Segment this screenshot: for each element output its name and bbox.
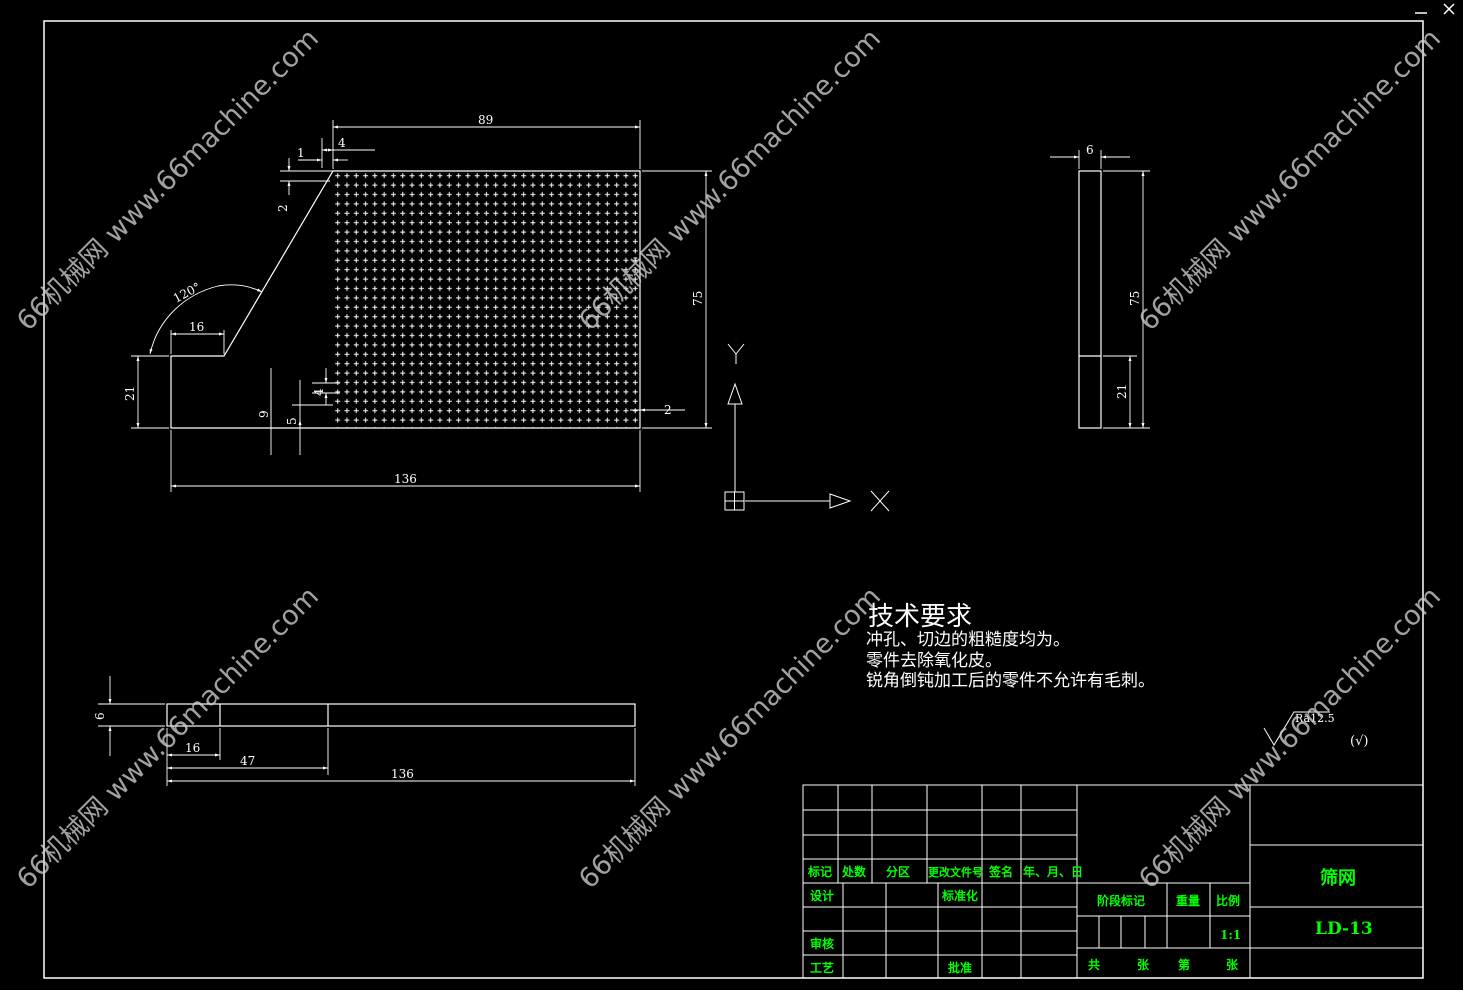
side-dim-21: 21	[1115, 384, 1129, 399]
bottom-dim-47: 47	[240, 754, 255, 768]
tb-drawing-no: LD-13	[1315, 919, 1373, 939]
sheet-border	[43, 20, 1424, 979]
roughness-symbol: Ra12.5 (√)	[1263, 711, 1368, 749]
dim-4: 4	[338, 136, 346, 150]
dim-1: 1	[297, 146, 305, 160]
tb-scale-value: 1:1	[1220, 928, 1241, 942]
tech-req-line-2: 零件去除氧化皮。	[866, 651, 1002, 671]
roughness-check-icon	[1263, 711, 1330, 746]
dim-136: 136	[394, 472, 417, 486]
dim-4-hole: 4	[312, 388, 326, 396]
tb-header-sign: 签名	[988, 864, 1013, 879]
front-view[interactable]: 89 4 1 2 120° 16 21 75 9 5 4 2 136	[123, 113, 712, 492]
tech-req-line-1: 冲孔、切边的粗糙度均为。	[866, 630, 1070, 650]
dim-5: 5	[285, 417, 299, 425]
bottom-dim-136: 136	[391, 767, 414, 781]
tb-header-mark: 标记	[807, 864, 832, 879]
front-view-dimension-lines	[131, 120, 712, 492]
tb-header-zone: 分区	[886, 864, 910, 879]
tb-sheet-suffix: 张	[1226, 957, 1239, 972]
dim-angle-120: 120°	[171, 280, 203, 306]
watermarks: 66机械网 www.66machine.com 66机械网 www.66mach…	[11, 23, 1447, 895]
tb-header-count: 处数	[841, 864, 867, 879]
tb-sheets: 张	[1137, 957, 1150, 972]
tb-part-name: 筛网	[1320, 867, 1356, 889]
tb-approve: 批准	[948, 960, 972, 975]
side-dim-6: 6	[1086, 143, 1094, 157]
watermark-6: 66机械网 www.66machine.com	[1133, 581, 1447, 895]
close-button[interactable]	[1436, 0, 1462, 18]
tb-scale-label: 比例	[1216, 893, 1240, 908]
tb-total: 共	[1088, 957, 1100, 972]
roughness-value: Ra12.5	[1295, 712, 1335, 725]
minimize-button[interactable]	[1408, 0, 1434, 18]
bottom-dim-16: 16	[185, 741, 200, 755]
side-view[interactable]: 6 75 21	[1050, 143, 1150, 429]
title-block[interactable]: 标记 处数 分区 更改文件号 签名 年、月、日 设计 标准化 审核 工艺 批准 …	[802, 784, 1424, 979]
hole-grid	[333, 171, 640, 428]
tb-design: 设计	[810, 888, 834, 903]
watermark-5: 66机械网 www.66machine.com	[573, 581, 887, 895]
watermark-4: 66机械网 www.66machine.com	[11, 581, 325, 895]
tb-standardize: 标准化	[941, 888, 978, 903]
dim-9: 9	[257, 410, 271, 418]
dim-2-right: 2	[664, 403, 672, 417]
side-view-outline	[1078, 170, 1102, 429]
bottom-view[interactable]: 6 16 47 136	[93, 676, 636, 786]
technical-requirements: 技术要求 冲孔、切边的粗糙度均为。 零件去除氧化皮。 锐角倒钝加工后的零件不允许…	[866, 602, 1155, 691]
watermark-3: 66机械网 www.66machine.com	[1133, 23, 1447, 337]
dim-2-top: 2	[276, 204, 290, 212]
ucs-axis-icon: Y X	[724, 343, 890, 512]
tech-req-title: 技术要求	[868, 602, 972, 632]
tb-header-date: 年、月、日	[1023, 864, 1083, 879]
bottom-dim-6: 6	[93, 712, 107, 720]
close-icon	[1443, 3, 1455, 15]
tb-sheet-no: 第	[1178, 957, 1190, 972]
tb-stage-mark: 阶段标记	[1097, 893, 1145, 908]
dim-21: 21	[123, 386, 137, 401]
dim-89: 89	[478, 113, 493, 127]
dim-16: 16	[189, 320, 204, 334]
tb-process: 工艺	[810, 960, 834, 975]
minimize-icon	[1415, 12, 1427, 14]
dim-75: 75	[691, 291, 705, 306]
watermark-1: 66机械网 www.66machine.com	[11, 23, 325, 337]
tb-weight: 重量	[1176, 893, 1200, 908]
roughness-other: (√)	[1350, 734, 1368, 749]
tb-header-change-doc: 更改文件号	[928, 865, 983, 879]
side-dim-75: 75	[1128, 291, 1142, 306]
bottom-view-outline	[166, 703, 636, 727]
tb-review: 审核	[810, 936, 834, 951]
tech-req-line-3: 锐角倒钝加工后的零件不允许有毛刺。	[866, 671, 1155, 691]
